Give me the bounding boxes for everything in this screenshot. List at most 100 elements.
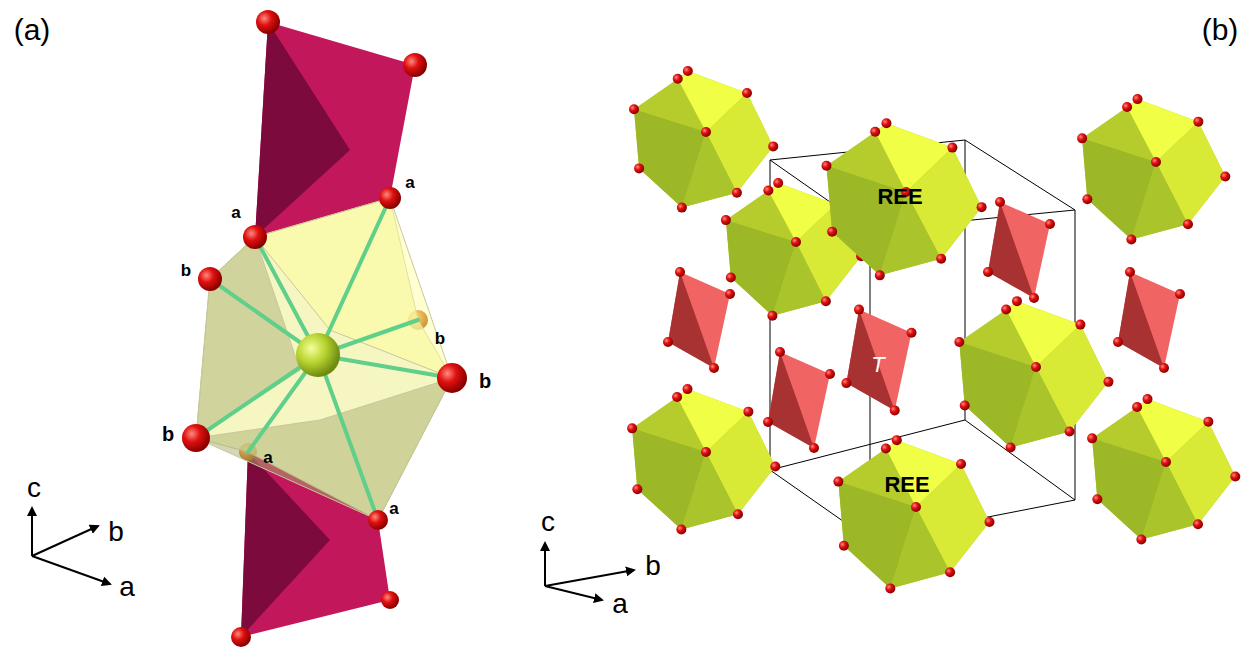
polyhedron-face [255, 198, 452, 378]
polyhedron-face [196, 198, 452, 520]
bond [196, 355, 318, 438]
oxygen-atom [827, 227, 837, 237]
tetrahedron-face [846, 310, 894, 411]
polyhedron-face [826, 123, 981, 275]
oxygen-atom [995, 197, 1005, 207]
panel-letter: (a) [14, 15, 51, 45]
oxygen-atom [1012, 296, 1022, 306]
oxygen-atom [1029, 293, 1039, 303]
oxygen-atom [1045, 219, 1055, 229]
oxygen-atom [875, 270, 885, 280]
ree-polyhedron [1077, 94, 1230, 244]
site-label: b [479, 371, 491, 391]
axis-label: b [108, 518, 124, 546]
tetrahedron-face [846, 310, 911, 411]
oxygen-atom [1122, 102, 1132, 112]
oxygen-atom [1132, 402, 1142, 412]
oxygen-atom [1001, 304, 1011, 314]
polyhedron-face [682, 132, 737, 208]
ree-polyhedron [629, 66, 778, 213]
oxygen-atom [725, 289, 735, 299]
oxygen-atom [743, 407, 753, 417]
oxygen-atom [629, 104, 639, 114]
oxygen-atom [870, 127, 880, 137]
oxygen-atom [1151, 157, 1161, 167]
axis-label: c [27, 474, 41, 502]
oxygen-atom [1082, 194, 1092, 204]
tetrahedron [763, 347, 835, 453]
oxygen-atom [1161, 457, 1171, 467]
unit-cell-edge [965, 140, 1075, 210]
oxygen-atom [1142, 394, 1152, 404]
oxygen-atom [1159, 363, 1169, 373]
tetrahedron-face [1118, 272, 1180, 368]
oxygen-atom [1175, 289, 1185, 299]
oxygen-atom [682, 384, 692, 394]
polyhedron-face [1082, 99, 1225, 239]
oxygen-atom [763, 417, 773, 427]
oxygen-atom [627, 423, 637, 433]
oxygen-atom [701, 127, 711, 137]
oxygen-atom [231, 627, 251, 647]
polyhedron-face [634, 71, 773, 208]
polyhedron-face [1011, 367, 1070, 447]
polyhedron-face [196, 378, 452, 520]
oxygen-atom [763, 186, 773, 196]
oxygen-atom [885, 583, 895, 593]
oxygen-atom [911, 502, 921, 512]
tetrahedron [841, 305, 916, 416]
tetrahedron-face [255, 22, 415, 237]
axis-arrow [32, 526, 98, 556]
oxygen-atom [1132, 94, 1142, 104]
tetrahedron-face [988, 202, 1050, 298]
tetrahedron-face [988, 202, 1034, 298]
axis-arrow [545, 570, 634, 586]
site-label: a [389, 500, 398, 517]
oxygen-atom [945, 567, 955, 577]
polyhedron-face [632, 389, 775, 529]
oxygen-atom [675, 267, 685, 277]
site-label: b [162, 424, 174, 444]
axis-arrow [31, 508, 33, 556]
polyhedron-face [959, 301, 1108, 447]
ree-polyhedron [821, 118, 986, 280]
oxygen-atom [683, 66, 693, 76]
site-label: b [435, 330, 445, 347]
oxygen-atom [1203, 417, 1213, 427]
oxygen-atom [956, 459, 966, 469]
oxygen-atom [983, 267, 993, 277]
oxygen-atom [632, 484, 642, 494]
oxygen-atom [907, 328, 917, 338]
site-label: a [405, 174, 414, 191]
oxygen-atom [1065, 427, 1075, 437]
oxygen-atom [701, 447, 711, 457]
tetrahedron-face [668, 272, 730, 368]
polyhedron-label-box: T [867, 350, 888, 380]
oxygen-atom [742, 88, 752, 98]
oxygen-atom [881, 444, 891, 454]
oxygen-atom [1031, 362, 1041, 372]
ree-atom [296, 333, 340, 377]
oxygen-atom [1125, 267, 1135, 277]
oxygen-atom [892, 435, 902, 445]
oxygen-atom [833, 477, 843, 487]
polyhedron-face [838, 440, 989, 588]
oxygen-atom [1126, 235, 1136, 245]
oxygen-atom [960, 400, 970, 410]
oxygen-atom [726, 273, 736, 283]
polyhedron-face [1131, 162, 1188, 240]
oxygen-atom [791, 237, 801, 247]
oxygen-atom [1136, 535, 1146, 545]
oxygen-atom [954, 337, 964, 347]
oxygen-atom [368, 510, 388, 530]
oxygen-atom [732, 188, 742, 198]
tetrahedron [1113, 267, 1185, 373]
tetrahedron-face [1118, 272, 1164, 368]
coordination-polyhedron [182, 10, 467, 647]
polyhedron-label-box: REE [873, 182, 926, 212]
oxygen-atom [984, 517, 994, 527]
axis-label: a [612, 590, 628, 618]
oxygen-atom [182, 424, 210, 452]
oxygen-atom [381, 591, 399, 609]
oxygen-atom [437, 363, 467, 393]
